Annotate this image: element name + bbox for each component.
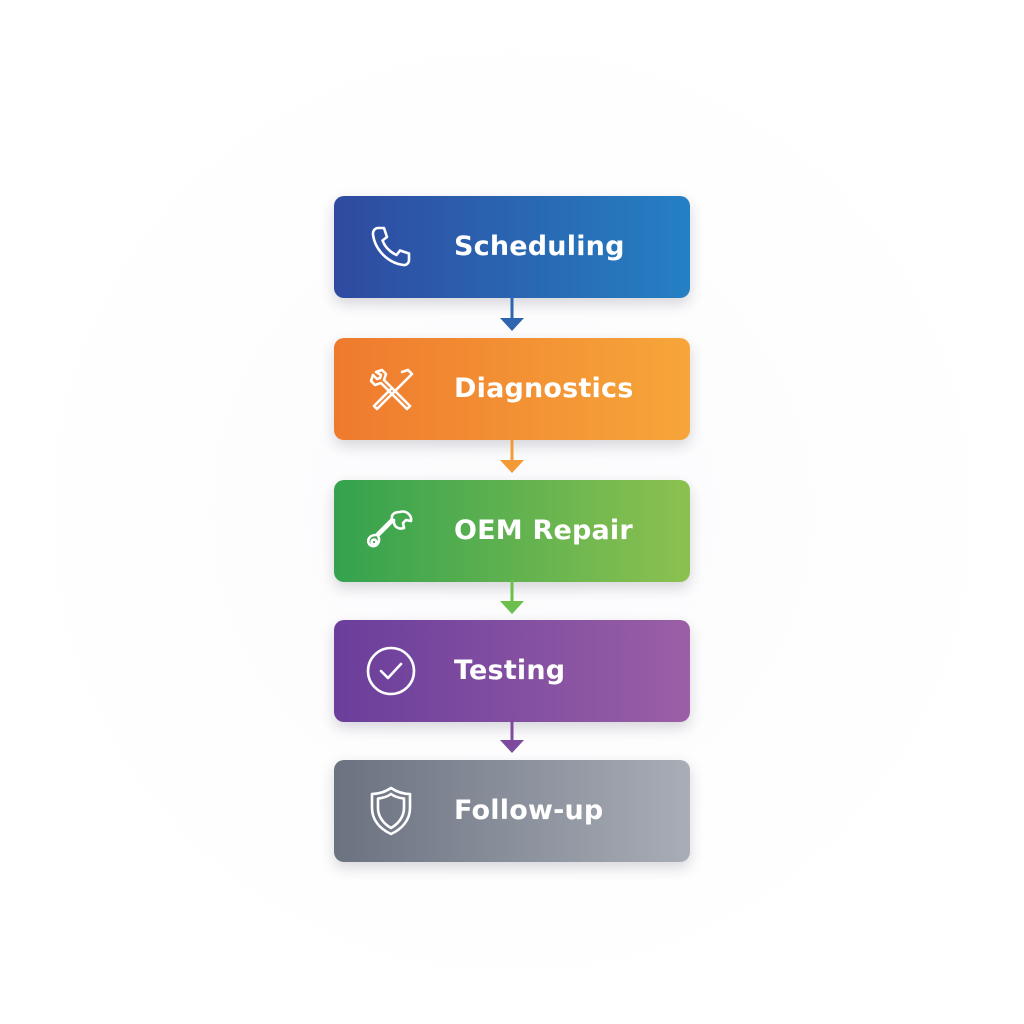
step-oem-repair: OEM Repair	[334, 480, 690, 582]
arrow-shaft	[510, 439, 514, 463]
arrow-shaft	[510, 719, 514, 743]
arrow-head	[500, 460, 524, 473]
arrow-head	[500, 740, 524, 753]
step-follow-up: Follow-up	[334, 760, 690, 862]
arrow-head	[500, 318, 524, 331]
wrench-icon	[364, 504, 418, 558]
step-label: Follow-up	[454, 795, 604, 826]
step-testing: Testing	[334, 620, 690, 722]
flow-arrow	[498, 580, 526, 620]
arrow-shaft	[510, 580, 514, 604]
flow-arrow	[498, 297, 526, 337]
shield-icon	[364, 784, 418, 838]
arrow-shaft	[510, 297, 514, 321]
arrow-head	[500, 601, 524, 614]
flow-arrow	[498, 439, 526, 479]
step-label: OEM Repair	[454, 515, 633, 546]
step-label: Testing	[454, 655, 566, 686]
step-label: Scheduling	[454, 231, 625, 262]
step-diagnostics: Diagnostics	[334, 338, 690, 440]
flow-arrow	[498, 719, 526, 759]
check-circle-icon	[364, 644, 418, 698]
phone-icon	[364, 220, 418, 274]
step-label: Diagnostics	[454, 373, 634, 404]
step-scheduling: Scheduling	[334, 196, 690, 298]
tools-icon	[364, 362, 418, 416]
